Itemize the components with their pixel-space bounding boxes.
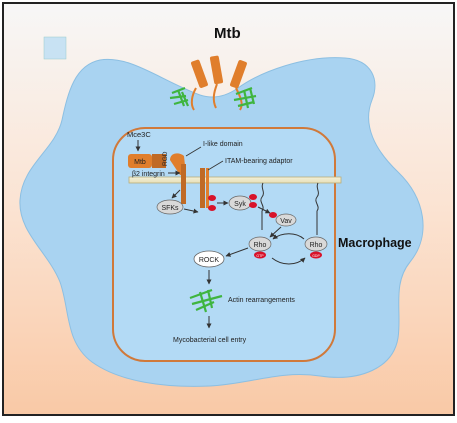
rho-right-label: Rho [310, 242, 323, 249]
gtp-right-badge [310, 251, 322, 259]
integrin-leg-1 [181, 164, 186, 204]
i-like-pointer [185, 146, 202, 157]
itam-adaptor-bar [200, 168, 205, 208]
mce3c-label: Mce3C [127, 130, 151, 139]
mtb-title: Mtb [214, 25, 241, 42]
rho-left-node [248, 236, 272, 252]
rock-label: ROCK [199, 257, 220, 264]
itam-adaptor-label: ITAM-bearing adaptor [225, 158, 293, 165]
rgd-box [152, 154, 166, 168]
gtp-left-badge [254, 251, 266, 259]
rho-cycle-top-arrow [272, 233, 305, 240]
actin-rearrangements-label: Actin rearrangements [228, 297, 295, 304]
phospho-dot-3 [249, 194, 257, 200]
vav-to-rho-arrow [269, 226, 282, 238]
mtb-small-label: Mtb [134, 159, 146, 166]
itam-pointer [207, 160, 224, 171]
sfks-label: SFKs [161, 205, 179, 212]
rho-right-node [304, 236, 328, 252]
vav-label: Vav [280, 218, 292, 225]
cell-compartment [112, 127, 336, 362]
phospho-dot-2 [208, 205, 216, 211]
phospho-dot-4 [249, 202, 257, 208]
phospho-dot-5 [269, 212, 277, 218]
integrin-to-sfks-arrow [171, 189, 181, 199]
i-like-domain-label: I-like domain [203, 141, 243, 148]
beta2-integrin-label: β2 integrin [132, 171, 165, 178]
sfks-to-adaptor-arrow [183, 208, 199, 214]
actin-rearrangement-icon [189, 288, 223, 313]
vav-node [275, 213, 297, 227]
gef-tether-left [260, 182, 264, 230]
syk-label: Syk [234, 201, 246, 208]
rho-cycle-bottom-arrow [271, 257, 306, 265]
mycobacterial-entry-label: Mycobacterial cell entry [173, 337, 247, 344]
sfks-node [156, 199, 184, 215]
gtp-right-label: GDP [312, 254, 320, 258]
gef-tether-right [315, 182, 319, 235]
surface-actin [169, 86, 257, 109]
plasma-membrane [128, 176, 342, 184]
mtb-small-box [128, 154, 152, 168]
rgd-label: RGD [162, 151, 169, 166]
itam-adaptor-bar-2 [206, 168, 209, 208]
syk-to-vav-arrow [257, 206, 271, 214]
rock-node [193, 250, 225, 268]
corner-decoration [43, 36, 67, 60]
mtb-bacilli [190, 55, 247, 111]
gtp-left-label: GTP [256, 254, 264, 258]
phospho-dot-1 [208, 195, 216, 201]
rho-to-rock-arrow [225, 247, 249, 257]
rho-left-label: Rho [254, 242, 267, 249]
macrophage-label: Macrophage [338, 236, 412, 250]
